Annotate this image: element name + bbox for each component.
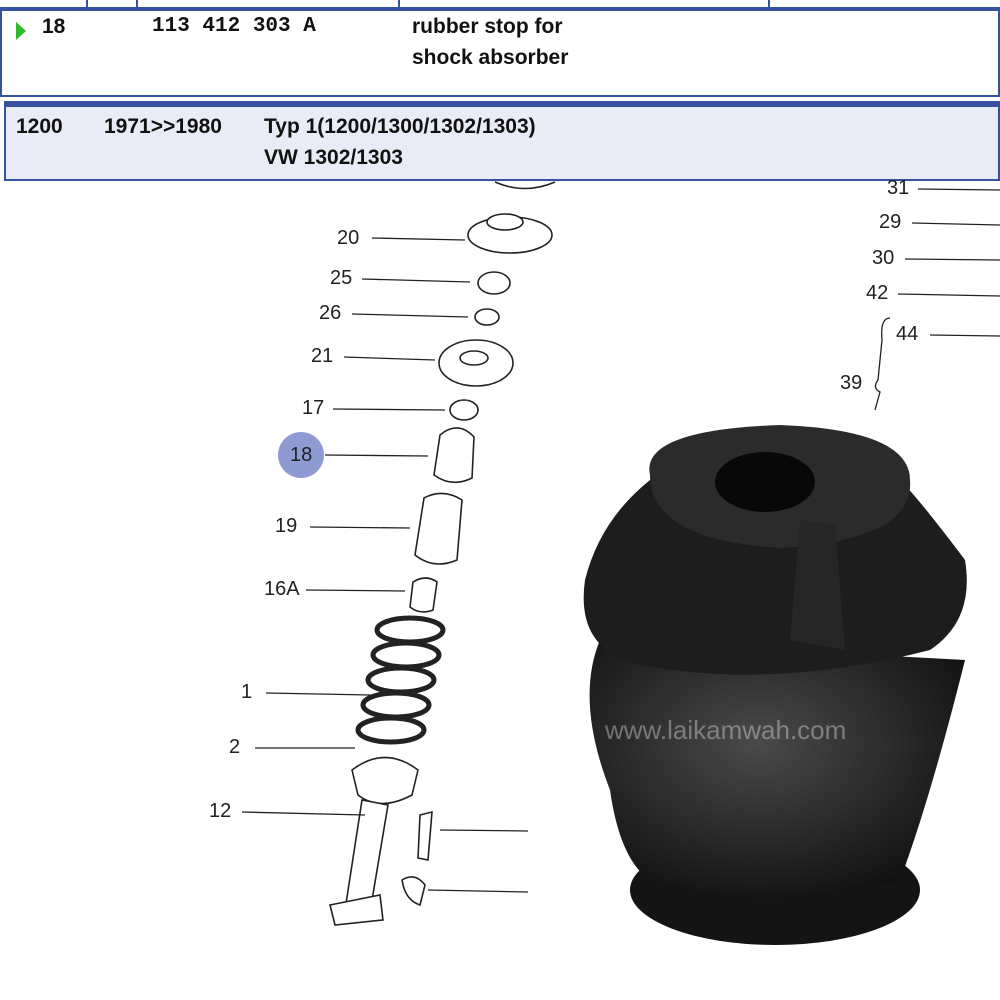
model-row[interactable]: 1200 1971>>1980 Typ 1(1200/1300/1302/130… <box>4 101 1000 181</box>
callout-21[interactable]: 21 <box>311 345 334 367</box>
highlight-circle <box>278 432 324 478</box>
part-description-2: shock absorber <box>412 46 569 69</box>
callout-42[interactable]: 42 <box>866 282 889 304</box>
callout-30[interactable]: 30 <box>872 247 895 269</box>
part-position: 18 <box>42 15 66 38</box>
watermark: www.laikamwah.com <box>605 715 847 745</box>
part-number: 113 412 303 A <box>152 15 316 38</box>
callout-39[interactable]: 39 <box>840 372 863 394</box>
callout-20[interactable]: 20 <box>337 227 360 249</box>
callout-2[interactable]: 2 <box>229 736 241 758</box>
years: 1971>>1980 <box>104 115 222 138</box>
callout-12[interactable]: 12 <box>209 800 232 822</box>
column-divider <box>136 0 138 7</box>
callout-44[interactable]: 44 <box>896 323 919 345</box>
callout-31[interactable]: 31 <box>887 177 910 199</box>
column-divider <box>86 0 88 7</box>
model: 1200 <box>16 115 63 138</box>
callout-25[interactable]: 25 <box>330 267 353 289</box>
callout-29[interactable]: 29 <box>879 211 902 233</box>
rubber-stop-photo <box>583 425 967 945</box>
table-header-strip <box>0 0 1000 9</box>
part-row[interactable]: 18 113 412 303 A rubber stop for shock a… <box>0 9 1000 97</box>
column-divider <box>768 0 770 7</box>
callout-19[interactable]: 19 <box>275 515 298 537</box>
type-line-1: Typ 1(1200/1300/1302/1303) <box>264 115 536 138</box>
part-description-1: rubber stop for <box>412 15 563 38</box>
callout-18[interactable]: 18 <box>290 444 313 466</box>
selected-row-arrow-icon <box>16 22 26 40</box>
callout-1[interactable]: 1 <box>241 681 253 703</box>
type-line-2: VW 1302/1303 <box>264 146 403 169</box>
column-divider <box>398 0 400 7</box>
callout-26[interactable]: 26 <box>319 302 342 324</box>
callout-16a[interactable]: 16A <box>264 578 300 600</box>
callout-17[interactable]: 17 <box>302 397 325 419</box>
